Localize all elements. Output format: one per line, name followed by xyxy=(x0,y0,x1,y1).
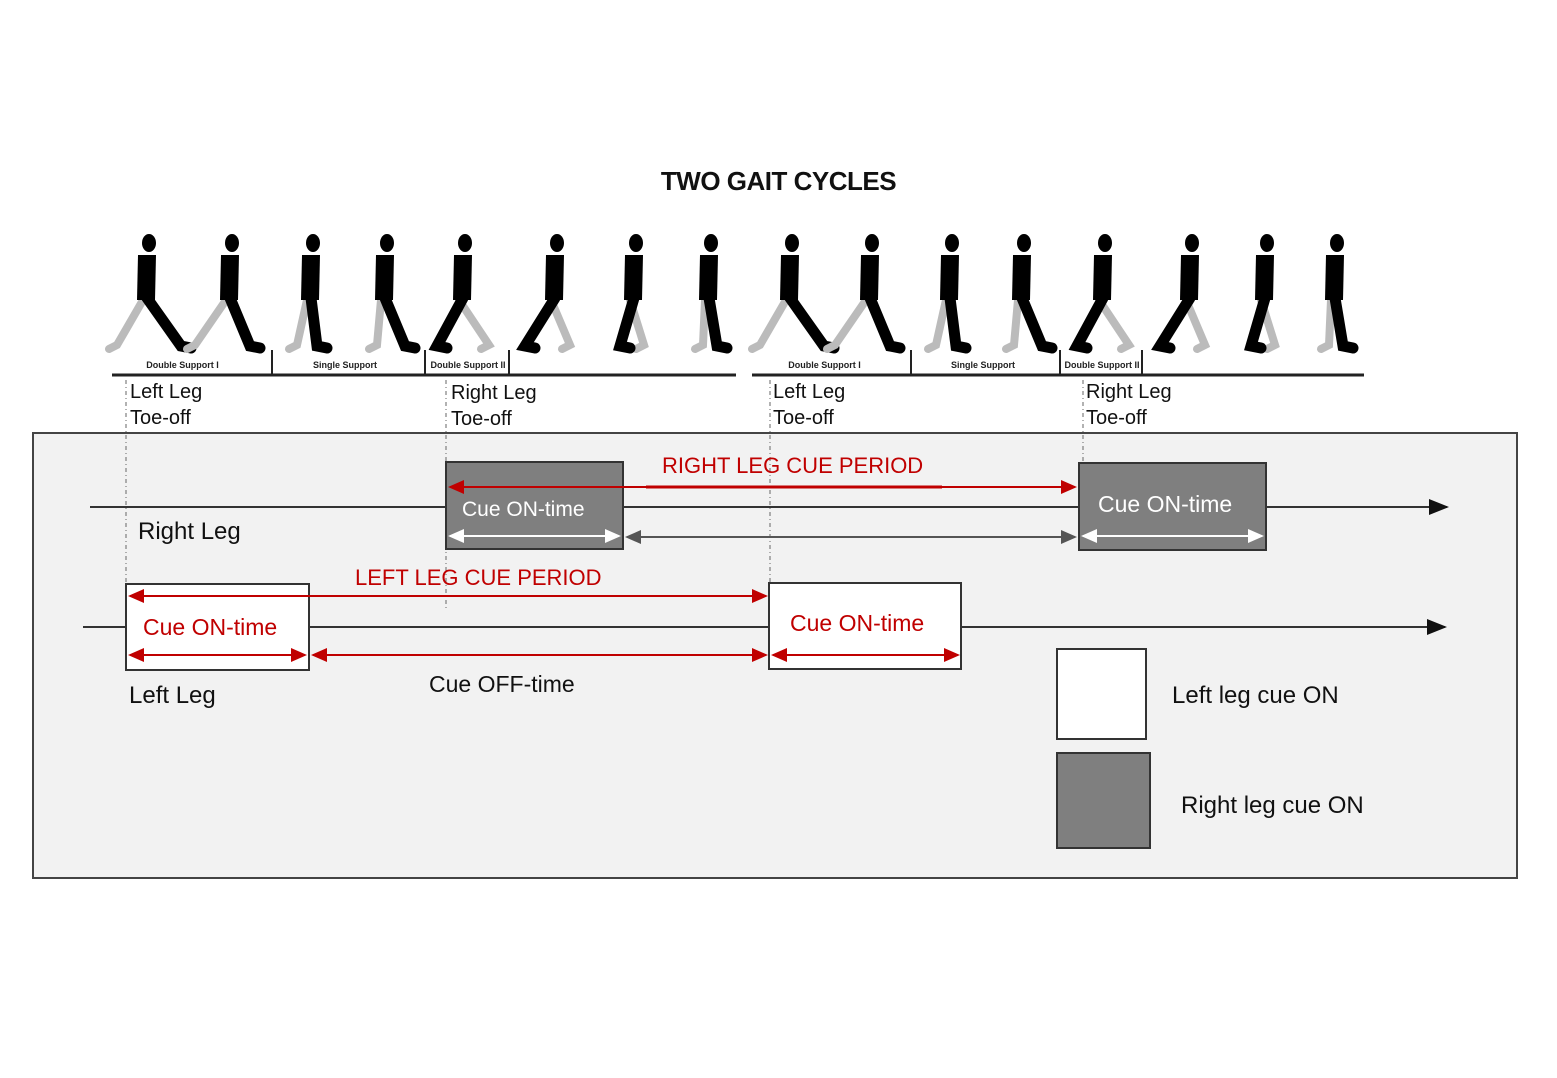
walking-person-silhouette-icon xyxy=(823,234,906,354)
right-cue-on-label-2: Cue ON-time xyxy=(1098,491,1233,517)
walking-person-silhouette-icon xyxy=(1068,234,1135,354)
walking-person-silhouette-icon xyxy=(183,234,266,354)
event-label-left-toe-off-2: Left Leg Toe-off xyxy=(773,381,846,429)
legend-swatch-left xyxy=(1056,648,1147,740)
event-label-left-toe-off-1: Left Leg Toe-off xyxy=(130,381,203,429)
right-leg-label: Right Leg xyxy=(138,518,241,545)
walking-person-silhouette-icon xyxy=(691,234,733,354)
left-cue-period-label: LEFT LEG CUE PERIOD xyxy=(355,565,602,590)
walking-person-silhouette-icon xyxy=(1317,234,1359,354)
walking-person-silhouette-icon xyxy=(1151,234,1211,354)
diagram-title: TWO GAIT CYCLES xyxy=(660,166,897,196)
phase-label: Double Support II xyxy=(1064,360,1140,370)
legend-swatch-right xyxy=(1056,752,1151,849)
walking-person-silhouette-icon xyxy=(1244,234,1280,354)
left-cue-on-label-1: Cue ON-time xyxy=(143,614,278,640)
left-leg-label: Left Leg xyxy=(129,682,216,709)
left-cue-off-label: Cue OFF-time xyxy=(429,671,575,697)
walking-person-silhouette-icon xyxy=(365,234,421,354)
walking-person-silhouette-icon xyxy=(516,234,576,354)
phase-label: Double Support I xyxy=(788,360,861,370)
legend-label-left: Left leg cue ON xyxy=(1172,682,1339,709)
legend-label-right: Right leg cue ON xyxy=(1181,792,1364,819)
right-cue-on-label-1: Cue ON-time xyxy=(462,498,585,521)
event-label-right-toe-off-2: Right Leg Toe-off xyxy=(1086,381,1172,429)
walking-person-silhouette-icon xyxy=(924,234,972,354)
walking-person-silhouette-icon xyxy=(613,234,649,354)
walking-person-silhouette-icon xyxy=(428,234,495,354)
event-label-right-toe-off-1: Right Leg Toe-off xyxy=(451,382,537,430)
left-cue-on-label-2: Cue ON-time xyxy=(790,610,925,636)
phase-label: Double Support I xyxy=(146,360,219,370)
walking-person-silhouette-icon xyxy=(1002,234,1058,354)
phase-label: Single Support xyxy=(313,360,377,370)
phase-label: Double Support II xyxy=(430,360,506,370)
right-cue-period-label: RIGHT LEG CUE PERIOD xyxy=(662,453,924,478)
phase-label: Single Support xyxy=(951,360,1015,370)
walking-person-silhouette-icon xyxy=(285,234,333,354)
